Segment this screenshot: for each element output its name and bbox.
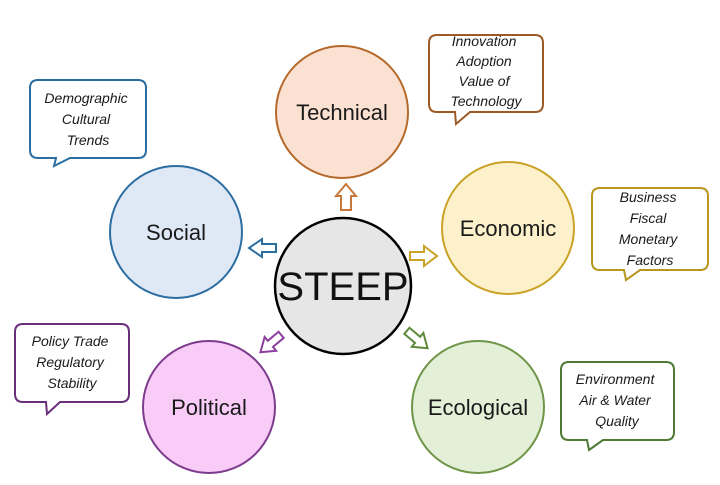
node-technical: Technical (275, 45, 409, 179)
node-technical-label: Technical (296, 100, 388, 125)
center-label: STEEP (277, 265, 408, 309)
callout-political-line-2: Regulatory (36, 354, 105, 370)
node-center: STEEP (273, 216, 413, 356)
callout-ecological-line-2: Air & Water (578, 392, 652, 408)
arrow-to-technical (333, 182, 359, 211)
arrow-to-economic (409, 243, 439, 269)
callout-political: Policy Trade Regulatory Stability (14, 323, 130, 417)
node-social-label: Social (146, 220, 206, 245)
callout-social: Demographic Cultural Trends (29, 79, 147, 168)
node-economic: Economic (441, 161, 575, 295)
node-political: Political (142, 340, 276, 474)
callout-technical-line-1: Innovation (452, 33, 517, 49)
callout-economic-line-2: Fiscal (630, 210, 667, 226)
callout-social-shape (29, 79, 147, 168)
callout-social-line-1: Demographic (44, 90, 127, 106)
callout-economic-text: Business Fiscal Monetary Factors (619, 189, 681, 268)
callout-economic-line-4: Factors (627, 252, 674, 268)
callout-ecological: Environment Air & Water Quality (560, 361, 675, 452)
callout-technical-line-4: Technology (450, 93, 522, 109)
callout-ecological-text: Environment Air & Water Quality (576, 371, 658, 429)
arrow-to-political (259, 330, 286, 354)
node-social-circle (109, 165, 243, 299)
node-social: Social (109, 165, 243, 299)
node-ecological-label: Ecological (428, 395, 528, 420)
callout-economic: Business Fiscal Monetary Factors (591, 187, 709, 282)
node-ecological-circle (411, 340, 545, 474)
callout-technical-text: Innovation Adoption Value of Technology (450, 33, 522, 109)
node-ecological: Ecological (411, 340, 545, 474)
node-political-circle (142, 340, 276, 474)
callout-social-line-3: Trends (67, 132, 110, 148)
callout-political-shape (14, 323, 130, 417)
callout-technical-line-3: Value of (459, 73, 512, 89)
callout-political-text: Policy Trade Regulatory Stability (32, 333, 113, 391)
arrow-to-ecological-shape (402, 326, 429, 350)
callout-ecological-shape (560, 361, 675, 452)
callout-technical-line-2: Adoption (455, 53, 511, 69)
callout-political-line-1: Policy Trade (32, 333, 109, 349)
callout-technical: Innovation Adoption Value of Technology (428, 33, 544, 127)
node-economic-circle (441, 161, 575, 295)
callout-social-line-2: Cultural (62, 111, 111, 127)
arrow-to-political-shape (259, 330, 286, 354)
callout-economic-shape (591, 187, 709, 282)
node-center-circle (273, 216, 413, 356)
callout-social-text: Demographic Cultural Trends (44, 90, 131, 148)
arrow-to-ecological (402, 326, 429, 350)
callout-technical-shape (428, 34, 544, 127)
node-political-label: Political (171, 395, 247, 420)
callout-ecological-line-3: Quality (595, 413, 640, 429)
callout-political-line-3: Stability (47, 375, 97, 391)
callout-ecological-line-1: Environment (576, 371, 656, 387)
callout-economic-line-3: Monetary (619, 231, 678, 247)
node-economic-label: Economic (460, 216, 557, 241)
arrow-to-social (247, 237, 277, 259)
node-technical-circle (275, 45, 409, 179)
callout-economic-line-1: Business (620, 189, 677, 205)
